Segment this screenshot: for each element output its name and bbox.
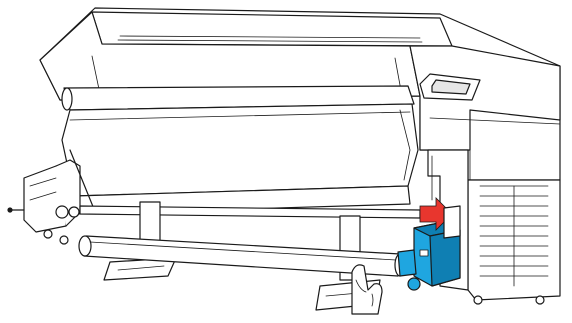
paper-sheet-hanging bbox=[62, 104, 418, 214]
right-side-vented-panel bbox=[468, 180, 560, 304]
holder-bracket bbox=[444, 206, 460, 238]
